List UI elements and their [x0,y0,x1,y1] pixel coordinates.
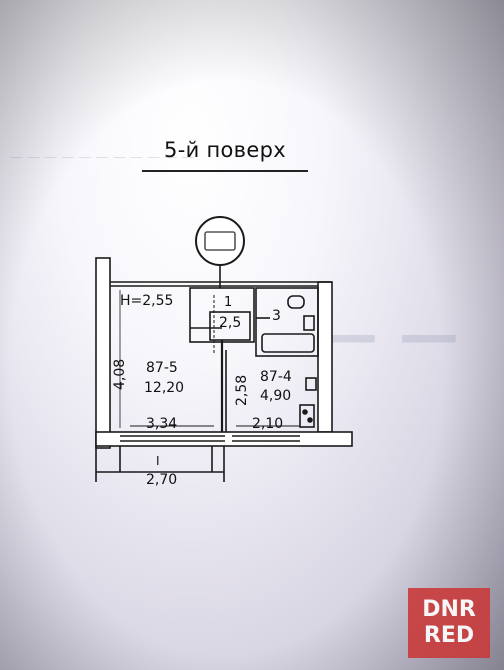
toilet [303,315,315,331]
ceiling-height-label: H=2,55 [120,293,173,309]
south-wall [95,431,353,447]
room-3-label: 3 [272,308,281,324]
room-1-label: 1 [224,295,232,310]
riser-tag [204,231,236,251]
watermark-line-1: DNR [422,597,476,622]
bathtub [261,333,315,353]
floor-title: 5-й поверх [164,138,286,162]
dim-main-width: 3,34 [146,416,177,432]
hall-inner-box [209,311,251,341]
kitchen-fixture [305,377,317,391]
sink [287,295,305,309]
stove [299,404,315,428]
bathroom-room [255,287,319,357]
kitchen-room-area: 4,90 [260,388,291,404]
watermark-line-2: RED [423,623,475,648]
dim-left-height: 4,08 [112,359,128,390]
dim-balcony-width: 2,70 [146,472,177,488]
title-underline [142,170,308,172]
dim-balcony-mark: I [156,454,160,468]
dim-kitchen-height: 2,58 [234,375,250,406]
dnrred-watermark-logo: DNR RED [408,588,490,658]
west-wall [95,257,111,449]
east-wall [317,281,333,433]
kitchen-room-id: 87-4 [260,369,292,385]
hall-room [189,287,255,343]
main-room-id: 87-5 [146,360,178,376]
dim-kitchen-width: 2,10 [252,416,283,432]
room-2-label: 2,5 [219,315,241,331]
main-room-area: 12,20 [144,380,184,396]
